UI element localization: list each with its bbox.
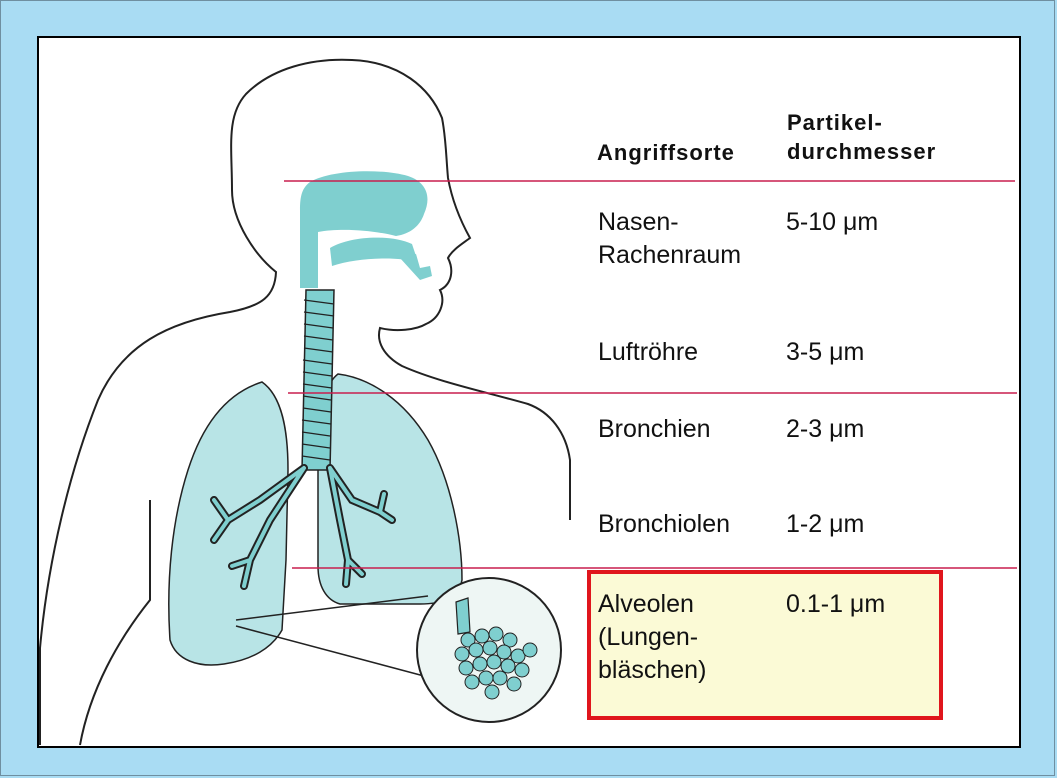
row-site-bronchi: Bronchien bbox=[598, 413, 711, 446]
left-arm-line bbox=[80, 500, 150, 745]
header-site: Angriffsorte bbox=[597, 138, 735, 167]
alveoli-duct bbox=[456, 598, 470, 634]
row-site-bronchioles: Bronchiolen bbox=[598, 508, 730, 541]
row-site-alveoli: Alveolen (Lungen- bläschen) bbox=[598, 588, 706, 687]
teeth-shape bbox=[400, 254, 432, 280]
row-site-trachea: Luftröhre bbox=[598, 336, 698, 369]
row-diameter-trachea: 3-5 μm bbox=[786, 336, 864, 369]
zoom-pointer-bottom bbox=[236, 626, 424, 676]
header-diameter: Partikel- durchmesser bbox=[787, 108, 936, 166]
nasal-cavity-shape bbox=[300, 171, 427, 288]
row-diameter-bronchi: 2-3 μm bbox=[786, 413, 864, 446]
row-diameter-bronchioles: 1-2 μm bbox=[786, 508, 864, 541]
row-diameter-nasal: 5-10 μm bbox=[786, 206, 878, 239]
row-diameter-alveoli: 0.1-1 μm bbox=[786, 588, 885, 621]
row-site-nasal: Nasen- Rachenraum bbox=[598, 206, 741, 272]
trachea-shape bbox=[302, 290, 334, 470]
